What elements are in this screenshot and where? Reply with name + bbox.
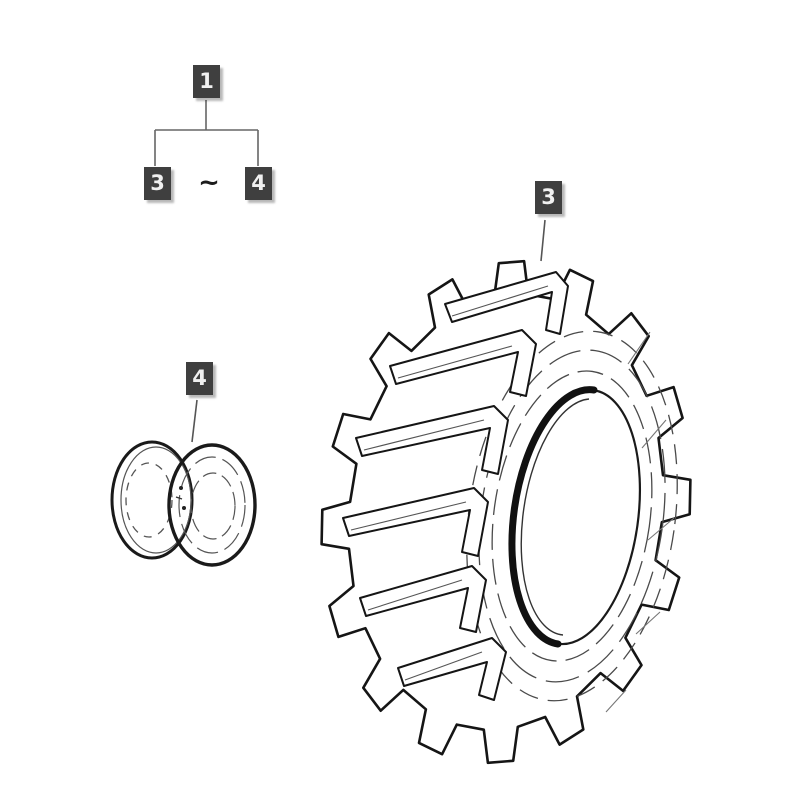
tire-lug-accent-lines xyxy=(350,285,549,681)
range-separator: ~ xyxy=(198,168,220,198)
hierarchy-left-child-badge: 3 xyxy=(144,167,171,200)
rim-hub-dashed-ring xyxy=(125,462,173,538)
rim-bolt-dot xyxy=(179,486,183,490)
rim-leader-line xyxy=(191,399,198,443)
tire-leader-line xyxy=(540,219,546,262)
rim-bolt-dot xyxy=(182,506,186,510)
rim-near-ring-inner xyxy=(190,472,236,540)
hierarchy-bracket xyxy=(154,100,259,166)
rim-callout-badge: 4 xyxy=(186,362,213,395)
tire-right-lug-face-lines xyxy=(605,331,675,713)
rim-near-flange xyxy=(167,443,257,567)
bracket-lines xyxy=(154,100,259,166)
tire-bead-thick-edge xyxy=(508,386,598,648)
hierarchy-root-badge: 1 xyxy=(193,65,220,98)
rim-near-ring-outer xyxy=(178,456,246,554)
tire-bead-inner-line xyxy=(520,398,590,636)
rim-far-flange xyxy=(110,440,194,560)
hierarchy-right-child-badge: 4 xyxy=(245,167,272,200)
tire-illustration xyxy=(320,259,692,765)
tire-callout-badge: 3 xyxy=(535,181,562,214)
rim-hub-tick xyxy=(175,496,183,500)
wheel-rim-illustration xyxy=(110,440,257,567)
